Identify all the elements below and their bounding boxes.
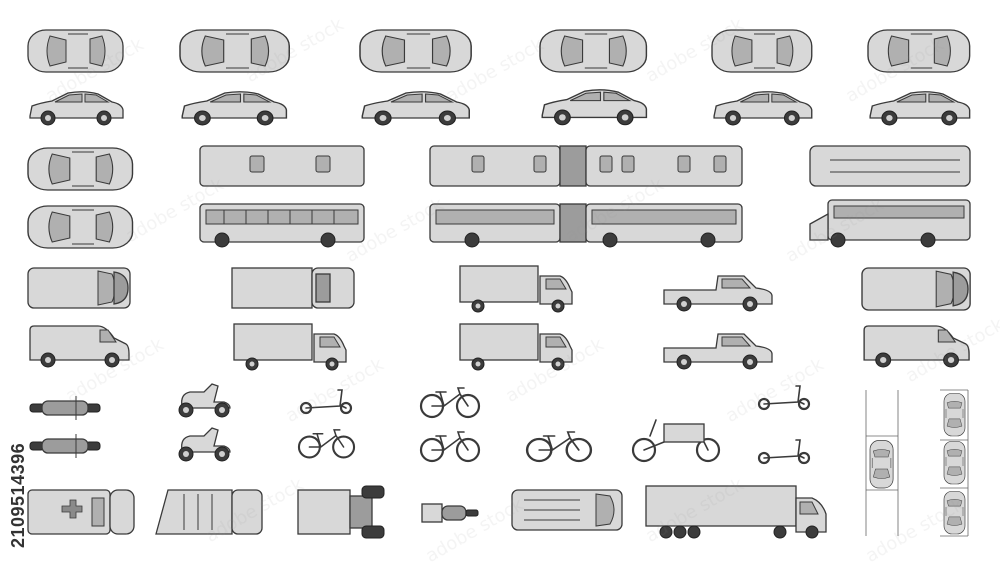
parking-lot bbox=[865, 389, 969, 537]
ambulance-top bbox=[27, 489, 135, 535]
car-top-3 bbox=[359, 29, 472, 73]
car-top-2 bbox=[179, 29, 290, 73]
motor-scooter-1 bbox=[178, 383, 231, 418]
car-side-3 bbox=[361, 90, 470, 126]
car-top-7 bbox=[27, 147, 134, 191]
car-top-4 bbox=[539, 29, 648, 73]
box-truck-side-1 bbox=[233, 323, 347, 371]
car-top-1 bbox=[27, 29, 124, 73]
box-truck-side-3 bbox=[459, 323, 573, 371]
kick-scooter-3 bbox=[757, 438, 811, 465]
kick-scooter-1 bbox=[299, 388, 353, 415]
bicycle-1 bbox=[297, 428, 356, 459]
car-side-5 bbox=[713, 91, 813, 126]
articulated-bus-top bbox=[429, 145, 743, 187]
pickup-side-1 bbox=[663, 275, 773, 312]
motorcycle-top-1 bbox=[29, 395, 101, 421]
van-top-2 bbox=[861, 267, 971, 311]
cargo-bike bbox=[631, 419, 721, 463]
car-side-4 bbox=[541, 89, 648, 126]
van-side-2 bbox=[863, 325, 970, 368]
kick-scooter-2 bbox=[757, 384, 811, 411]
box-truck-top bbox=[231, 267, 355, 309]
garbage-truck-top bbox=[155, 489, 263, 535]
bicycle-4 bbox=[525, 430, 593, 463]
car-top-6 bbox=[867, 29, 971, 73]
car-side-1 bbox=[29, 91, 124, 126]
semi-truck-side bbox=[645, 485, 827, 539]
articulated-bus-side bbox=[429, 203, 743, 248]
van-top-1 bbox=[27, 267, 131, 309]
motorcycle-top-2 bbox=[29, 433, 101, 459]
bicycle-2 bbox=[419, 386, 481, 419]
bus-top bbox=[199, 145, 365, 187]
bus-side bbox=[199, 203, 365, 248]
tractor-top bbox=[297, 485, 385, 539]
van-side-1 bbox=[29, 325, 130, 368]
car-side-6 bbox=[869, 91, 971, 126]
motor-scooter-2 bbox=[178, 427, 231, 462]
car-side-2 bbox=[181, 90, 288, 126]
car-top-5 bbox=[711, 29, 813, 73]
box-truck-side-2 bbox=[459, 265, 573, 313]
minibus-top bbox=[511, 489, 623, 531]
bicycle-3 bbox=[419, 430, 481, 463]
school-bus-side bbox=[809, 199, 971, 248]
moped-top bbox=[421, 503, 479, 523]
pickup-side-2 bbox=[663, 333, 773, 370]
coach-top bbox=[809, 145, 971, 187]
car-top-8 bbox=[27, 205, 134, 249]
